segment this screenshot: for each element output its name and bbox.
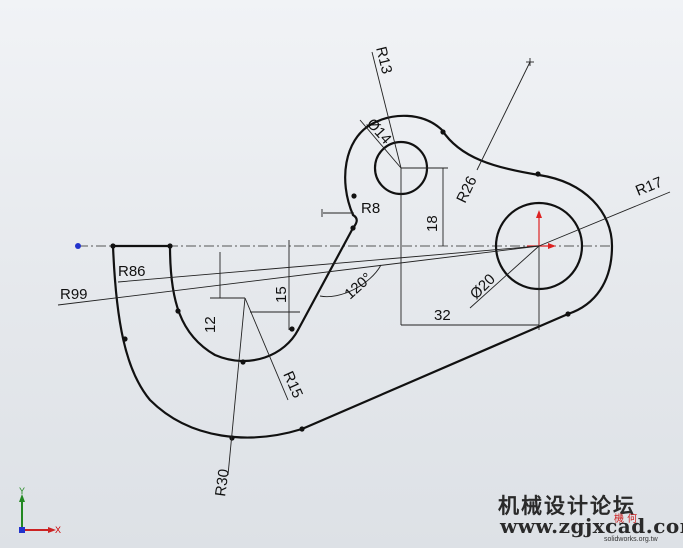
watermark-small-url: solidworks.org.tw	[604, 536, 658, 543]
dim-18[interactable]: 18	[424, 215, 441, 232]
triad-y-label: Y	[19, 486, 26, 496]
dim-12[interactable]: 12	[202, 316, 219, 333]
triad-x-label: X	[55, 525, 62, 535]
dim-r99[interactable]: R99	[60, 286, 88, 303]
crosshair-marks	[321, 58, 534, 217]
outer-profile-top[interactable]	[344, 114, 614, 316]
dimension-lines	[57, 51, 671, 476]
watermark-forum-name: 机械设计论坛	[498, 493, 636, 518]
dim-r86[interactable]: R86	[118, 263, 146, 280]
reference-triad	[19, 494, 56, 533]
dim-phi14[interactable]: Ø14	[363, 115, 395, 147]
watermark-url: www.zgjxcad.com	[500, 514, 683, 538]
dim-r26[interactable]: R26	[453, 174, 480, 206]
outer-profile-bottom-line[interactable]	[300, 312, 570, 431]
dim-r8[interactable]: R8	[361, 200, 380, 217]
dim-15[interactable]: 15	[273, 286, 290, 303]
dim-phi20[interactable]: Ø20	[467, 271, 499, 303]
dim-r30[interactable]: R30	[212, 468, 233, 498]
sketch-points	[110, 129, 571, 441]
dim-32[interactable]: 32	[434, 307, 451, 324]
dim-120[interactable]: 120°	[341, 270, 375, 303]
sketch-origin-marker[interactable]	[527, 210, 556, 249]
outer-arc-r99[interactable]	[111, 244, 304, 439]
centerline-endpoint[interactable]	[75, 243, 81, 249]
dim-r13[interactable]: R13	[372, 45, 395, 76]
dim-r15[interactable]: R15	[279, 369, 306, 401]
inner-arc-r86[interactable]	[168, 244, 300, 363]
watermark-badge: 機 何	[614, 514, 638, 525]
angled-line-120[interactable]	[296, 226, 355, 332]
